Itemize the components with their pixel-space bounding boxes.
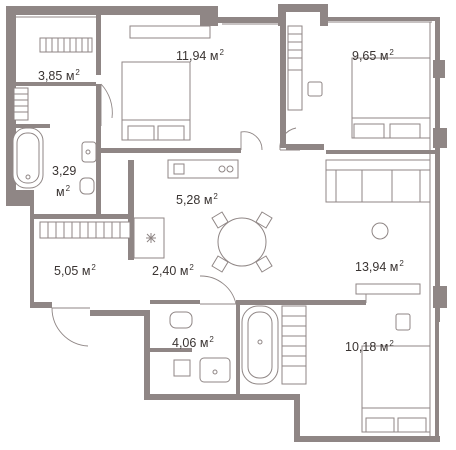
area-unit: м (379, 49, 389, 63)
armchair-icon (307, 81, 323, 97)
sink-icon (173, 357, 231, 383)
area-value: 3,29 (52, 164, 77, 178)
storage-shelves (39, 221, 131, 239)
area-unit: м (389, 260, 399, 274)
area-value: 3,85 (38, 69, 63, 83)
area-unit: м (199, 336, 209, 350)
unit-power: 2 (213, 192, 218, 201)
bed-icon (121, 25, 211, 141)
doors (51, 83, 367, 347)
area-unit: м (209, 49, 219, 63)
unit-power: 2 (189, 263, 194, 272)
unit-power: 2 (209, 335, 214, 344)
area-value: 5,28 (176, 193, 201, 207)
area-unit: м (179, 264, 189, 278)
room-area-kitchen: 5,28 м2 (176, 190, 218, 207)
toilet-icon (169, 311, 193, 329)
toilet-icon (79, 177, 95, 195)
room-area-wardrobe-1: 3,85 м2 (38, 66, 80, 83)
bathtub-icon (241, 305, 279, 385)
room-area-hallway: 2,40 м2 (152, 261, 194, 278)
area-unit: м (203, 193, 213, 207)
outer-walls (6, 4, 447, 442)
area-value: 4,06 (172, 336, 197, 350)
armchair-icon (395, 313, 411, 331)
dining-table-icon (211, 211, 273, 273)
unit-power: 2 (399, 259, 404, 268)
sofa-icon (325, 159, 431, 240)
area-unit: м (56, 185, 65, 199)
room-area-bathroom-1: 3,29 (52, 164, 76, 178)
room-area-storage: 5,05 м2 (54, 261, 96, 278)
area-value: 5,05 (54, 264, 79, 278)
bathtub-icon (12, 127, 44, 189)
room-area-bedroom-3: 10,18 м2 (345, 337, 394, 354)
bathroom-shelves (281, 305, 307, 385)
area-unit: м (65, 69, 75, 83)
wardrobe-shelves (13, 37, 93, 121)
sink-icon (81, 141, 97, 163)
area-value: 11,94 (176, 49, 207, 63)
room-area-bathroom-2: 4,06 м2 (172, 333, 214, 350)
bed-icon (355, 283, 431, 433)
room-area-bedroom-2: 9,65 м2 (352, 46, 394, 63)
area-unit: м (379, 340, 389, 354)
area-value: 10,18 (345, 340, 377, 354)
area-value: 2,40 (152, 264, 177, 278)
room-area-bedroom-1: 11,94 м2 (176, 46, 224, 63)
unit-power: 2 (75, 68, 80, 77)
unit-power: 2 (389, 339, 394, 348)
room-area-bathroom-1-unit: м2 (56, 182, 70, 199)
snowflake-icon (146, 233, 156, 243)
area-unit: м (81, 264, 91, 278)
unit-power: 2 (389, 48, 394, 57)
bed-icon (287, 25, 431, 139)
room-area-living-room: 13,94 м2 (355, 257, 404, 274)
unit-power: 2 (219, 48, 224, 57)
area-value: 9,65 (352, 49, 377, 63)
unit-power: 2 (65, 184, 71, 193)
area-value: 13,94 (355, 260, 387, 274)
unit-power: 2 (91, 263, 96, 272)
interior-walls (10, 15, 436, 394)
